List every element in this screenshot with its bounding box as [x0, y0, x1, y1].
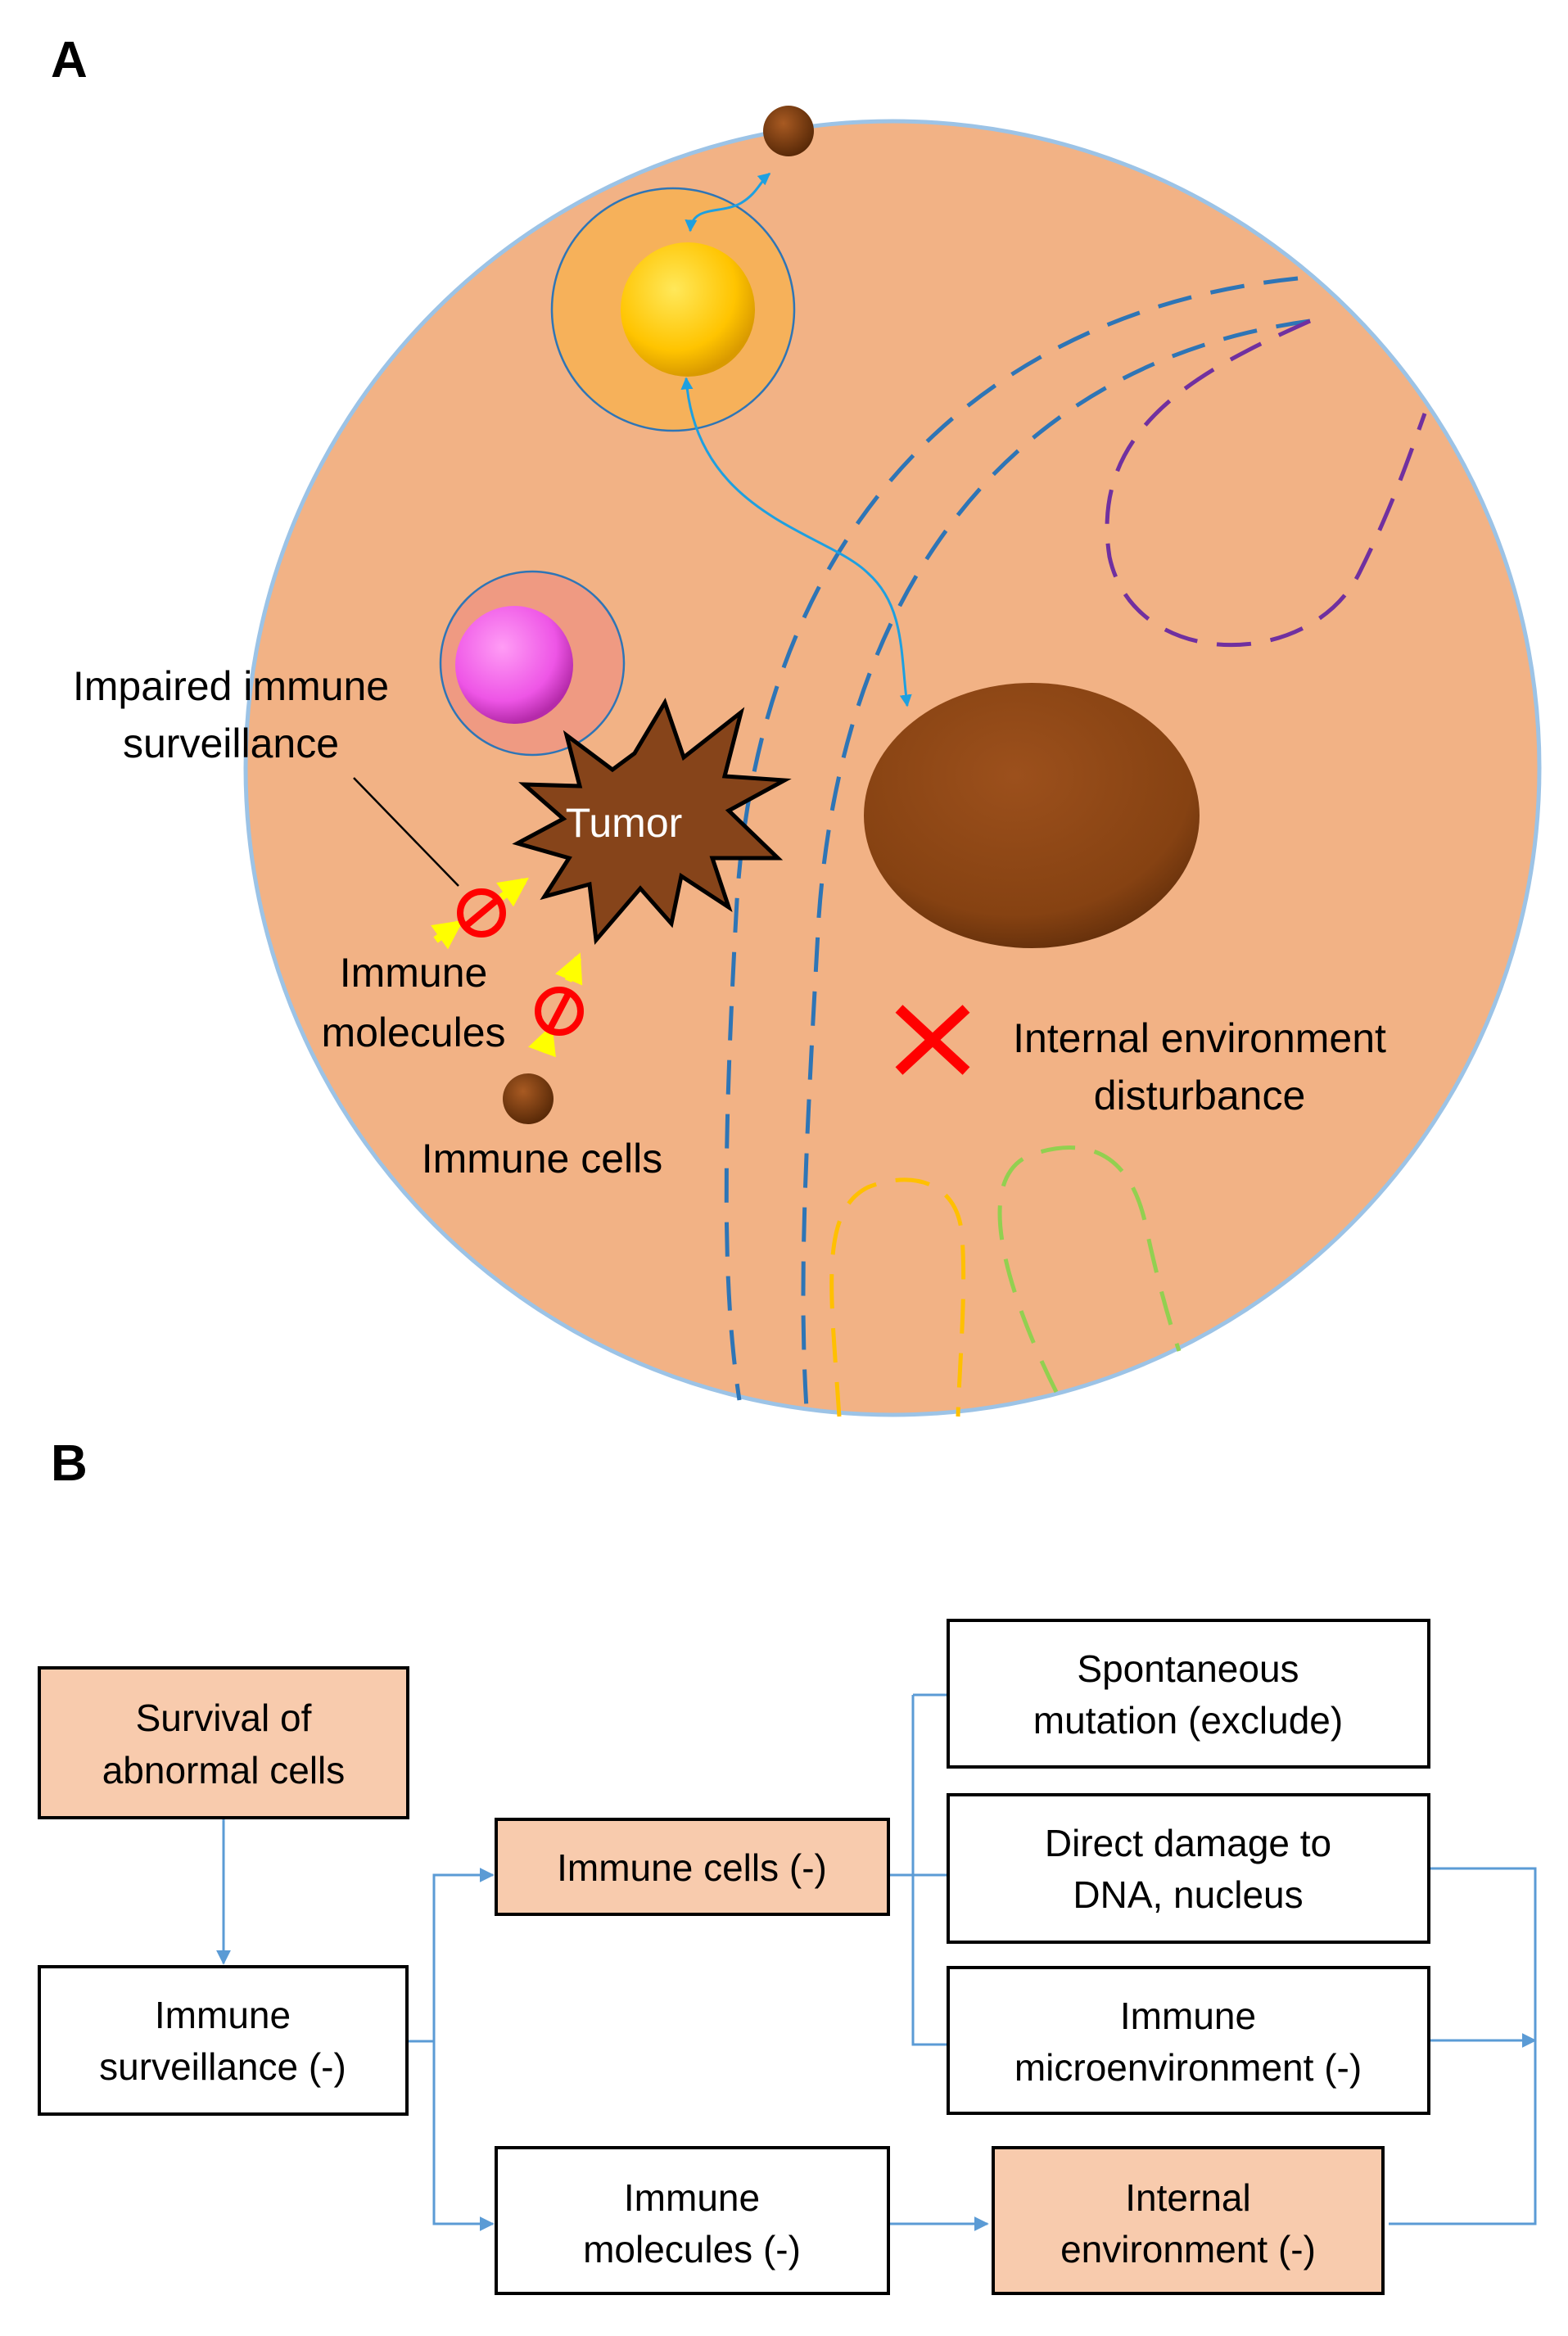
yellow-arrow-upper-2: [496, 877, 529, 907]
pink-cell: [455, 606, 573, 724]
box-microenvironment-line1: Immune: [1120, 1995, 1256, 2037]
box-internal-environment-line1: Internal: [1125, 2176, 1250, 2219]
arrow-causes-to-internal: [1389, 1867, 1535, 2225]
box-dna-damage-line2: DNA, nucleus: [1073, 1873, 1303, 1916]
box-spontaneous-line1: Spontaneous: [1077, 1647, 1299, 1690]
tumor: [512, 698, 792, 945]
tumor-label: Tumor: [566, 800, 683, 846]
dashed-loop-yellow: [829, 1177, 966, 1417]
cyan-arrow-nucleus: [680, 377, 912, 707]
yellow-arrow-upper-1: [431, 919, 463, 950]
block-symbol-lower: [535, 987, 584, 1036]
dashed-boundary-inner: [801, 319, 1311, 1409]
immune-molecules-label-line1: Immune: [340, 950, 488, 996]
dashed-boundary-outer: [724, 276, 1299, 1401]
impaired-label-line2: surveillance: [123, 721, 339, 766]
dashed-loop-green: [997, 1145, 1182, 1394]
box-spontaneous: [947, 1619, 1430, 1769]
disturbance-label-line2: disturbance: [1094, 1073, 1306, 1118]
box-internal-environment: [992, 2146, 1385, 2295]
immune-molecules-label-line2: molecules: [321, 1010, 505, 1055]
box-surveillance-line2: surveillance (-): [99, 2045, 346, 2088]
box-immune-cells: [495, 1818, 890, 1916]
box-dna-damage-line1: Direct damage to: [1045, 1822, 1331, 1864]
disturbance-x-icon: [895, 1005, 970, 1075]
box-immune-molecules-line2: molecules (-): [583, 2228, 801, 2270]
yellow-arrow-lower-2: [555, 952, 583, 986]
box-survival-line2: abnormal cells: [102, 1749, 346, 1792]
box-dna-damage: [947, 1793, 1430, 1944]
block-symbol-upper: [457, 888, 506, 938]
box-spontaneous-line2: mutation (exclude): [1033, 1699, 1343, 1742]
immune-cells-label: Immune cells: [422, 1136, 663, 1182]
box-survival-line1: Survival of: [136, 1697, 312, 1739]
box-internal-environment-line2: environment (-): [1060, 2228, 1316, 2270]
box-microenvironment-line2: microenvironment (-): [1014, 2046, 1362, 2089]
dashed-loop-purple: [1105, 319, 1427, 648]
box-microenvironment: [947, 1966, 1430, 2115]
cyan-arrow-ball: [685, 172, 771, 233]
box-immune-cells-line1: Immune cells (-): [557, 1846, 827, 1889]
yellow-arrow-lower-1: [528, 1024, 556, 1058]
box-immune-molecules: [495, 2146, 890, 2295]
panel-a-letter: A: [51, 32, 88, 88]
impaired-leader-line: [353, 777, 459, 887]
yellow-cell: [621, 242, 755, 377]
nucleus: [864, 683, 1200, 948]
arrow-surveillance-to-molecules: [432, 2041, 495, 2231]
bracket-cells-to-causes: [888, 1693, 948, 2046]
immune-cell-ball: [503, 1073, 554, 1124]
box-surveillance-line1: Immune: [155, 1994, 291, 2036]
box-surveillance: [38, 1965, 409, 2116]
panel-b-letter: B: [51, 1435, 88, 1492]
box-immune-molecules-line1: Immune: [624, 2176, 760, 2219]
disturbance-label-line1: Internal environment: [1013, 1015, 1386, 1061]
brown-ball-top: [763, 106, 814, 156]
arrow-surveillance-to-cells: [407, 1868, 495, 2043]
impaired-label-line1: Impaired immune: [73, 663, 389, 709]
box-survival: [38, 1666, 409, 1819]
